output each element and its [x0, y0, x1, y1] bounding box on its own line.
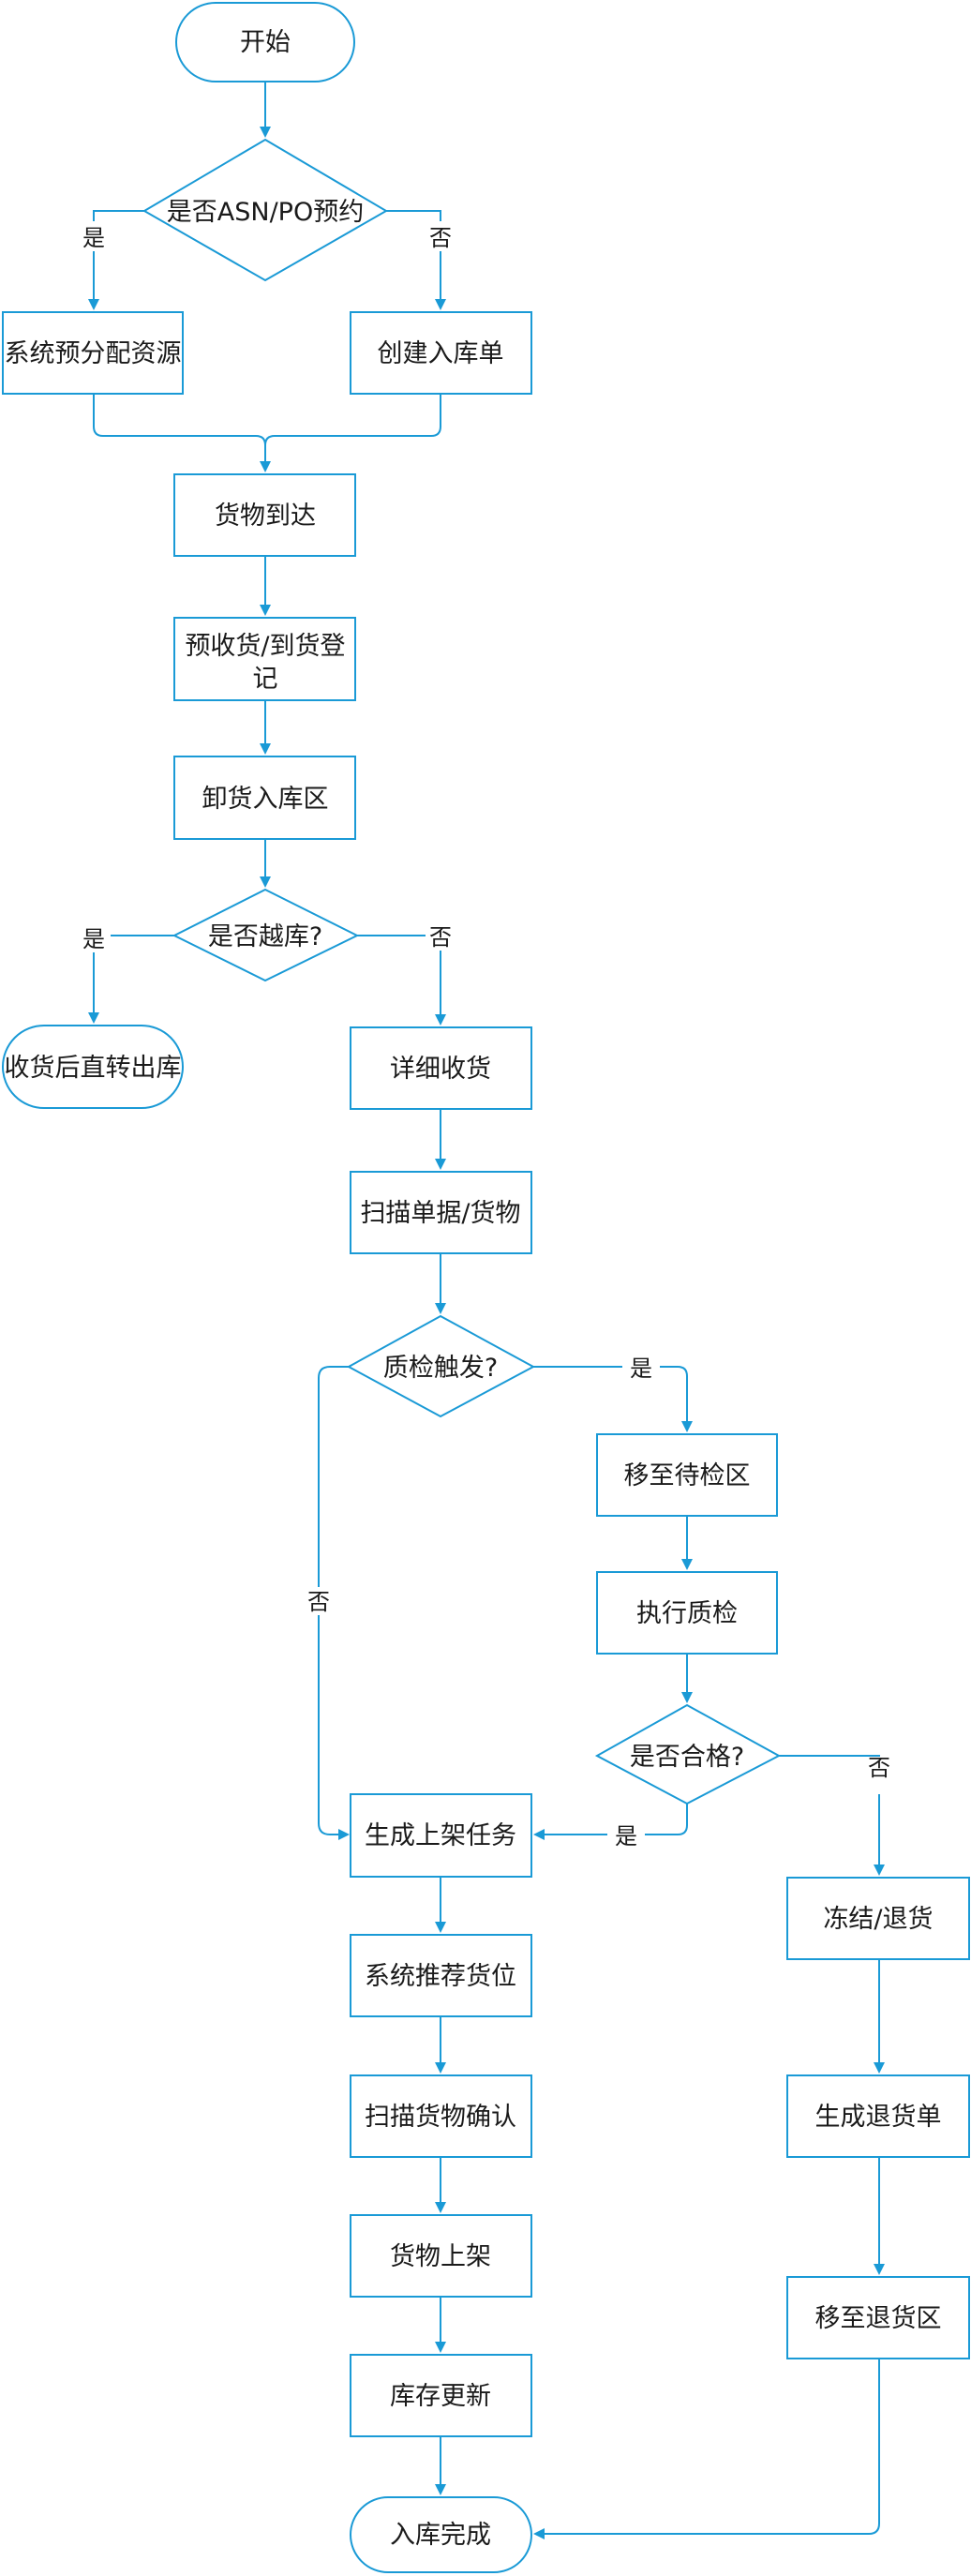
process-prealloc-label: 系统预分配资源 — [5, 339, 182, 368]
decision-asn[interactable]: 是否ASN/PO预约 — [142, 138, 388, 282]
label-cross-no: 否 — [429, 924, 452, 951]
process-move-qc-label: 移至待检区 — [624, 1461, 751, 1490]
connector-asn-yes — [88, 210, 145, 310]
process-unload[interactable]: 卸货入库区 — [173, 756, 356, 840]
label-pass-yes: 是 — [615, 1823, 637, 1850]
label-asn-yes: 是 — [82, 225, 105, 251]
process-do-qc-label: 执行质检 — [636, 1599, 738, 1628]
process-prereceive-label-line1: 预收货/到货登 — [185, 632, 345, 661]
connector-pass-no — [778, 1755, 885, 1876]
connector-qc-yes — [532, 1366, 693, 1432]
process-prereceive-label-line2: 记 — [253, 665, 278, 694]
process-scan-docs-label: 扫描单据/货物 — [360, 1199, 520, 1228]
process-recommend-loc[interactable]: 系统推荐货位 — [350, 1934, 532, 2017]
decision-crossdock[interactable]: 是否越库? — [172, 888, 360, 982]
process-detail-receive-label: 详细收货 — [390, 1055, 491, 1084]
connector-prealloc-merge — [93, 395, 271, 472]
label-qc-no: 否 — [307, 1589, 330, 1615]
process-return-order-label: 生成退货单 — [815, 2103, 942, 2132]
process-scan-confirm[interactable]: 扫描货物确认 — [350, 2074, 532, 2158]
terminal-crossdock-out-label: 收货后直转出库 — [5, 1054, 182, 1083]
process-do-qc[interactable]: 执行质检 — [596, 1571, 778, 1655]
process-arrival-label: 货物到达 — [215, 502, 316, 531]
connector-movereturn-done — [533, 2359, 880, 2539]
node-start-label: 开始 — [240, 28, 291, 57]
process-freeze-return[interactable]: 冻结/退货 — [786, 1877, 970, 1960]
connector-create-merge — [264, 395, 441, 446]
label-asn-no: 否 — [429, 225, 452, 251]
process-prereceive[interactable]: 预收货/到货登 记 — [173, 617, 356, 701]
process-move-return[interactable]: 移至退货区 — [786, 2276, 970, 2359]
terminal-crossdock-out[interactable]: 收货后直转出库 — [2, 1025, 184, 1109]
process-inventory-update-label: 库存更新 — [390, 2382, 491, 2411]
process-putaway-task-label: 生成上架任务 — [365, 1821, 516, 1850]
process-move-qc[interactable]: 移至待检区 — [596, 1433, 778, 1517]
terminal-done[interactable]: 入库完成 — [350, 2496, 532, 2573]
decision-crossdock-label: 是否越库? — [208, 922, 322, 951]
decision-pass-label: 是否合格? — [630, 1743, 744, 1772]
process-create-order[interactable]: 创建入库单 — [350, 311, 532, 395]
decision-qc[interactable]: 质检触发? — [346, 1314, 536, 1418]
process-recommend-loc-label: 系统推荐货位 — [365, 1962, 516, 1991]
label-qc-yes: 是 — [630, 1355, 652, 1382]
connector-pass-yes — [533, 1803, 688, 1840]
process-move-return-label: 移至退货区 — [815, 2304, 942, 2333]
process-scan-confirm-label: 扫描货物确认 — [365, 2103, 516, 2132]
process-scan-docs[interactable]: 扫描单据/货物 — [350, 1171, 532, 1254]
label-cross-yes: 是 — [82, 926, 105, 952]
connector-asn-no — [384, 210, 446, 310]
process-create-order-label: 创建入库单 — [378, 339, 504, 368]
decision-qc-label: 质检触发? — [383, 1354, 498, 1383]
process-arrival[interactable]: 货物到达 — [173, 473, 356, 557]
process-inventory-update[interactable]: 库存更新 — [350, 2354, 532, 2437]
process-unload-label: 卸货入库区 — [202, 785, 329, 814]
label-pass-no: 否 — [868, 1755, 890, 1781]
decision-asn-label: 是否ASN/PO预约 — [167, 198, 364, 227]
terminal-done-label: 入库完成 — [390, 2521, 491, 2550]
process-prealloc[interactable]: 系统预分配资源 — [2, 311, 184, 395]
process-putaway-task[interactable]: 生成上架任务 — [350, 1793, 532, 1878]
node-start[interactable]: 开始 — [175, 2, 355, 82]
decision-pass[interactable]: 是否合格? — [594, 1703, 782, 1805]
process-putaway[interactable]: 货物上架 — [350, 2214, 532, 2298]
process-freeze-return-label: 冻结/退货 — [823, 1905, 933, 1934]
process-putaway-label: 货物上架 — [390, 2242, 491, 2271]
process-return-order[interactable]: 生成退货单 — [786, 2074, 970, 2158]
process-detail-receive[interactable]: 详细收货 — [350, 1026, 532, 1110]
